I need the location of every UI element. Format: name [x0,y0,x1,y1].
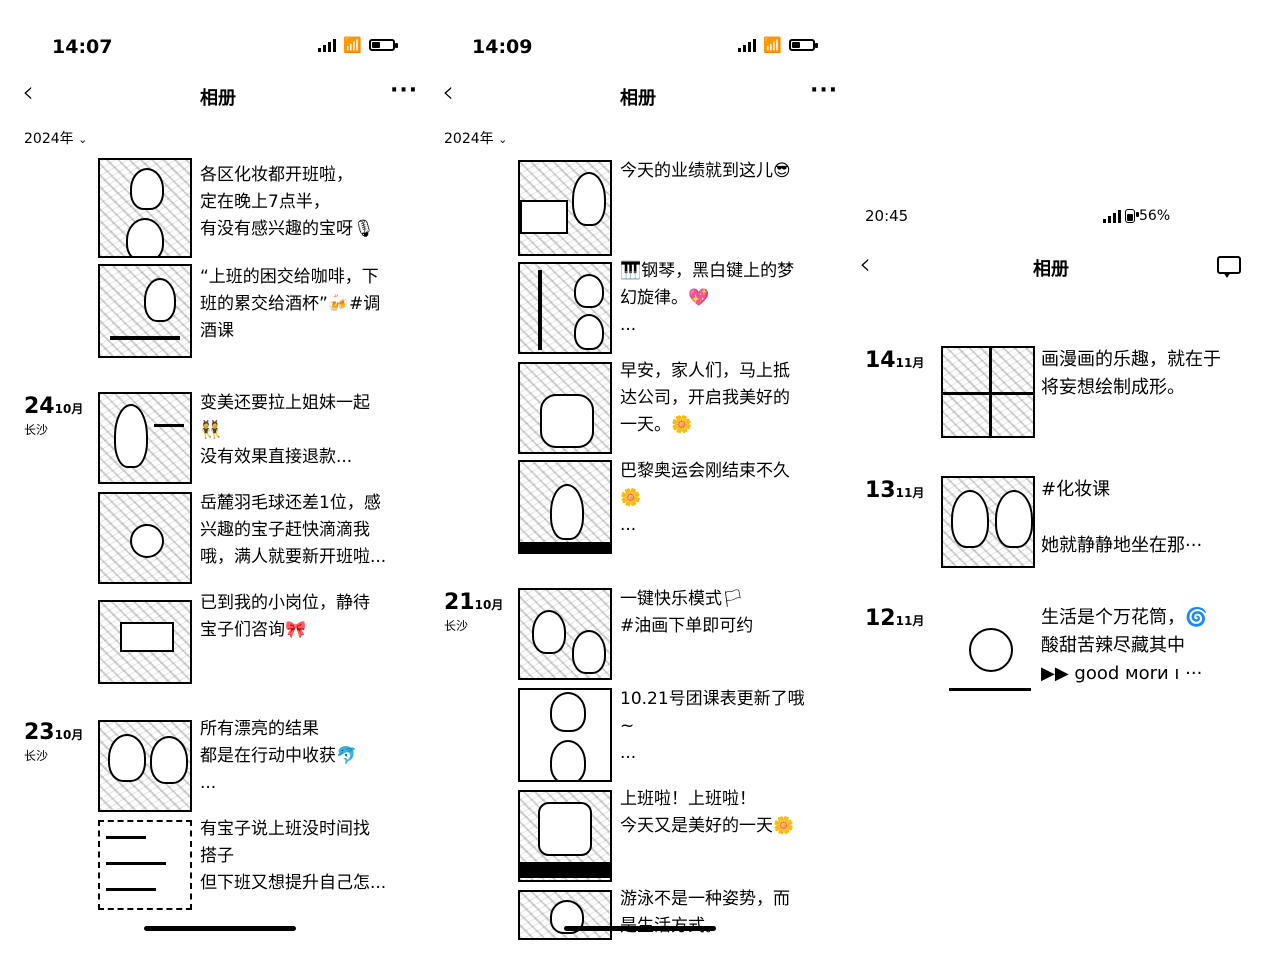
more-button[interactable]: ··· [810,78,838,103]
battery-icon [368,39,398,51]
chevron-left-icon: ‹ [22,75,34,110]
year-label: 2024年 [444,131,494,147]
year-dropdown[interactable]: 2024年 ⌄ [444,128,507,148]
signal-icon [1103,209,1121,223]
home-indicator[interactable] [144,926,296,931]
more-dots-icon: ··· [390,78,419,103]
date-month: 10月 [54,402,84,416]
home-indicator[interactable] [564,926,716,931]
post-thumbnail[interactable] [518,688,612,782]
screen-2: 14:09 📶 ‹ 相册 ··· 2024年 ⌄ 2110月 长沙 今天的业绩就… [420,0,840,959]
post-text[interactable]: 所有漂亮的结果 都是在行动中收获🐬 ... [200,719,358,793]
post-thumbnail[interactable] [98,720,192,812]
post-text[interactable]: 有宝子说上班没时间找 搭子 但下班又想提升自己怎... [200,819,387,893]
post-thumbnail[interactable] [941,476,1035,568]
post-thumbnail[interactable] [518,262,612,354]
date-month: 10月 [54,728,84,742]
post-thumbnail[interactable] [518,160,612,256]
chevron-left-icon: ‹ [442,75,454,110]
back-button[interactable]: ‹ [22,78,34,108]
signal-icon [318,38,336,52]
page-title: 相册 [200,88,236,109]
date-group-14: 1411月 [865,348,924,373]
post-text[interactable]: 一键快乐模式🏳 #油画下单即可约 [620,589,754,636]
year-label: 2024年 [24,131,74,147]
wifi-icon: 📶 [763,36,782,54]
post-thumbnail[interactable] [98,392,192,484]
post-text[interactable]: #化妆课 她就静静地坐在那··· [1041,479,1203,556]
date-month: 11月 [895,486,925,500]
date-month: 11月 [895,614,925,628]
status-icons: 56% [1103,208,1170,224]
post-text[interactable]: 上班啦！上班啦！ 今天又是美好的一天🌼 [620,789,795,836]
back-button[interactable]: ‹ [859,250,871,280]
post-thumbnail[interactable] [941,346,1035,438]
status-time: 14:07 [52,36,113,58]
screen-1: 14:07 📶 ‹ 相册 ··· 2024年 ⌄ 2410月 长沙 2310月 … [0,0,420,959]
post-thumbnail[interactable] [98,492,192,584]
message-icon[interactable] [1217,256,1241,278]
date-day: 24 [24,394,55,419]
post-thumbnail[interactable] [98,820,192,910]
date-month: 11月 [895,356,925,370]
post-text[interactable]: “上班的困交给咖啡，下 班的累交给酒杯”🍻#调 酒课 [200,267,381,341]
post-thumbnail[interactable] [941,604,1035,696]
page-title: 相册 [1033,259,1069,280]
date-location: 长沙 [24,423,49,437]
chevron-down-icon: ⌄ [498,133,508,146]
signal-icon [738,38,756,52]
post-text[interactable]: 10.21号团课表更新了哦 ~ ... [620,689,805,763]
more-dots-icon: ··· [810,78,839,103]
post-text[interactable]: 早安，家人们，马上抵 达公司，开启我美好的 一天。🌼 [620,361,790,435]
date-group-21: 2110月 长沙 [444,590,503,634]
post-thumbnail[interactable] [98,600,192,684]
post-text[interactable]: 生活是个万花筒，🌀 酸甜苦辣尽藏其中 ▶▶ good мorи ı ··· [1041,607,1208,684]
battery-icon [788,39,818,51]
post-thumbnail[interactable] [518,362,612,454]
page-title: 相册 [620,88,656,109]
date-location: 长沙 [444,619,469,633]
post-text[interactable]: 巴黎奥运会刚结束不久 🌼 ... [620,461,790,535]
chevron-down-icon: ⌄ [78,133,88,146]
post-text[interactable]: 画漫画的乐趣，就在于 将妄想绘制成形。 [1041,349,1221,398]
post-thumbnail[interactable] [98,264,192,358]
date-location: 长沙 [24,749,49,763]
post-text[interactable]: 各区化妆都开班啦， 定在晚上7点半， 有没有感兴趣的宝呀🎙 [200,165,375,239]
status-time: 14:09 [472,36,533,58]
post-text[interactable]: 变美还要拉上姐妹一起 👯 没有效果直接退款... [200,393,370,467]
wifi-icon: 📶 [343,36,362,54]
status-icons: 📶 [738,36,818,54]
post-text[interactable]: 岳麓羽毛球还差1位，感 兴趣的宝子赶快滴滴我 哦，满人就要新开班啦... [200,493,387,567]
post-text[interactable]: 已到我的小岗位，静待 宝子们咨询🎀 [200,593,370,640]
battery-icon [1125,209,1139,223]
post-text[interactable]: 游泳不是一种姿势，而 是生活方式。 [620,889,790,936]
battery-percent: 56% [1139,208,1171,224]
status-icons: 📶 [318,36,398,54]
more-button[interactable]: ··· [390,78,418,103]
date-group-13: 1311月 [865,478,924,503]
year-dropdown[interactable]: 2024年 ⌄ [24,128,87,148]
back-button[interactable]: ‹ [442,78,454,108]
post-thumbnail[interactable] [98,158,192,258]
date-day: 21 [444,590,475,615]
chevron-left-icon: ‹ [859,247,871,282]
screen-3: 20:45 56% ‹ 相册 1411月 1311月 1211月 画漫画的乐趣，… [845,0,1280,959]
date-group-23: 2310月 长沙 [24,720,83,764]
post-text[interactable]: 今天的业绩就到这儿😎 [620,161,791,181]
date-group-12: 1211月 [865,606,924,631]
date-month: 10月 [474,598,504,612]
date-day: 14 [865,348,896,373]
post-thumbnail[interactable] [518,890,612,940]
post-thumbnail[interactable] [518,460,612,554]
status-time: 20:45 [865,207,909,225]
post-thumbnail[interactable] [518,790,612,882]
date-group-24: 2410月 长沙 [24,394,83,438]
post-thumbnail[interactable] [518,588,612,680]
date-day: 13 [865,478,896,503]
post-text[interactable]: 🎹钢琴，黑白键上的梦 幻旋律。💖 ... [620,261,795,335]
date-day: 12 [865,606,896,631]
date-day: 23 [24,720,55,745]
